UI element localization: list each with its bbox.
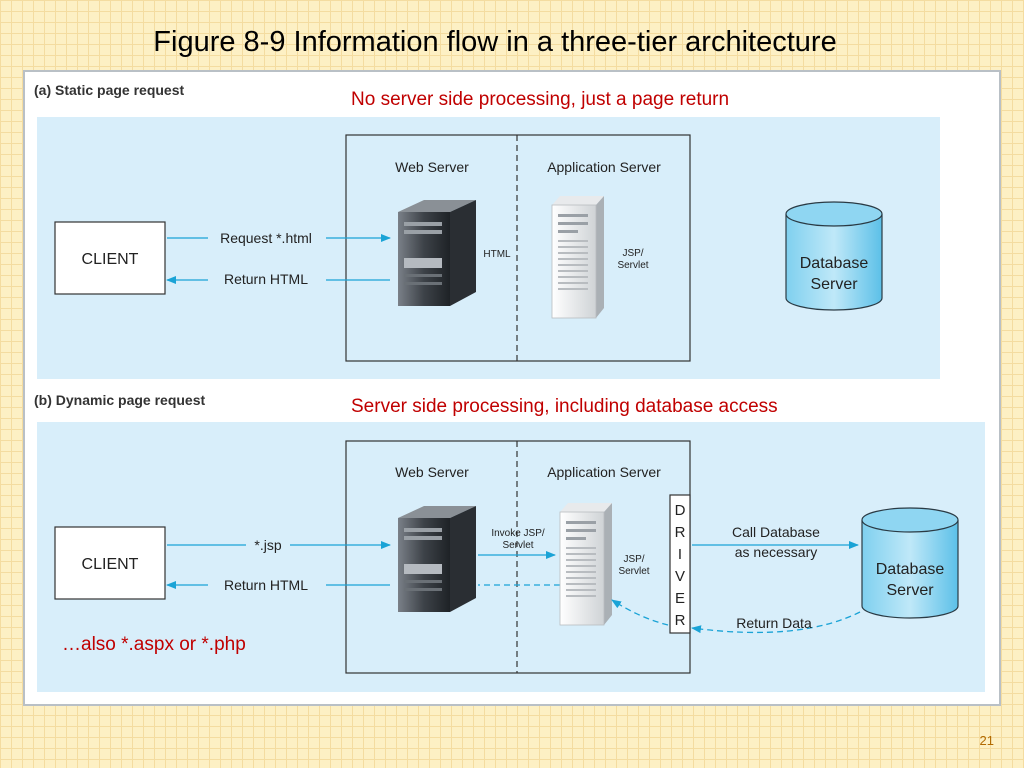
panel-b-servlet-icon xyxy=(559,503,612,626)
panel-b-return-data-label: Return Data xyxy=(736,615,812,631)
driver-letter-v: V xyxy=(675,568,685,585)
panel-b-request-label: *.jsp xyxy=(254,537,281,553)
panel-b-label: (b) Dynamic page request xyxy=(34,392,206,408)
panel-b-jsp-label-line2: Servlet xyxy=(618,566,649,577)
panel-b-invoke-label-line2: Servlet xyxy=(502,540,533,551)
panel-b-database-icon xyxy=(861,507,959,619)
panel-b-caption: Server side processing, including databa… xyxy=(351,396,778,417)
panel-a-servlet-icon xyxy=(551,196,604,319)
panel-b-jsp-label-line1: JSP/ xyxy=(623,554,644,565)
panel-b-note: …also *.aspx or *.php xyxy=(62,634,246,655)
panel-a-client-box xyxy=(54,221,166,295)
panel-a-jsp-label-line1: JSP/ xyxy=(622,248,643,259)
panel-b-invoke-label-line1: Invoke JSP/ xyxy=(491,528,545,539)
panel-b-return-data-arrow xyxy=(691,611,861,634)
panel-b-return-label: Return HTML xyxy=(224,577,308,593)
panel-b-web-server-label: Web Server xyxy=(395,464,469,480)
slide-number: 21 xyxy=(979,733,994,748)
panel-a-web-server-label: Web Server xyxy=(395,159,469,175)
panel-a-caption: No server side processing, just a page r… xyxy=(351,89,730,110)
panel-b-app-server-label: Application Server xyxy=(547,464,661,480)
panel-b-return-data-inner-arrow xyxy=(611,599,669,626)
panel-a-request-label: Request *.html xyxy=(220,230,312,246)
driver-letter-r2: R xyxy=(675,612,686,629)
driver-letter-i: I xyxy=(678,546,682,563)
panel-a: Web Server Application Server CLIENT Req… xyxy=(37,117,940,379)
panel-a-web-server-icon xyxy=(398,200,476,306)
panel-b: Web Server Application Server CLIENT *.j… xyxy=(37,422,985,692)
panel-a-client-label: CLIENT xyxy=(82,251,139,268)
driver-letter-r: R xyxy=(675,524,686,541)
panel-b-client-box xyxy=(54,526,166,600)
panel-b-client-label: CLIENT xyxy=(82,556,139,573)
panel-b-db-label-line2: Server xyxy=(886,582,934,599)
panel-a-database-icon xyxy=(785,201,883,311)
driver-letter-d: D xyxy=(675,502,686,519)
panel-a-db-label-line1: Database xyxy=(800,255,869,272)
panel-b-call-label-line2: as necessary xyxy=(735,544,817,560)
panel-a-jsp-label-line2: Servlet xyxy=(617,260,648,271)
slide-title: Figure 8-9 Information flow in a three-t… xyxy=(153,26,837,58)
panel-a-html-label: HTML xyxy=(483,249,511,260)
panel-a-return-label: Return HTML xyxy=(224,271,308,287)
panel-b-call-label-line1: Call Database xyxy=(732,524,820,540)
panel-a-db-label-line2: Server xyxy=(810,276,858,293)
panel-b-web-server-icon xyxy=(398,506,476,612)
driver-letter-e: E xyxy=(675,590,685,607)
panel-b-db-label-line1: Database xyxy=(876,561,945,578)
panel-a-label: (a) Static page request xyxy=(34,82,185,98)
panel-b-driver-box xyxy=(669,494,691,634)
panel-a-app-server-label: Application Server xyxy=(547,159,661,175)
